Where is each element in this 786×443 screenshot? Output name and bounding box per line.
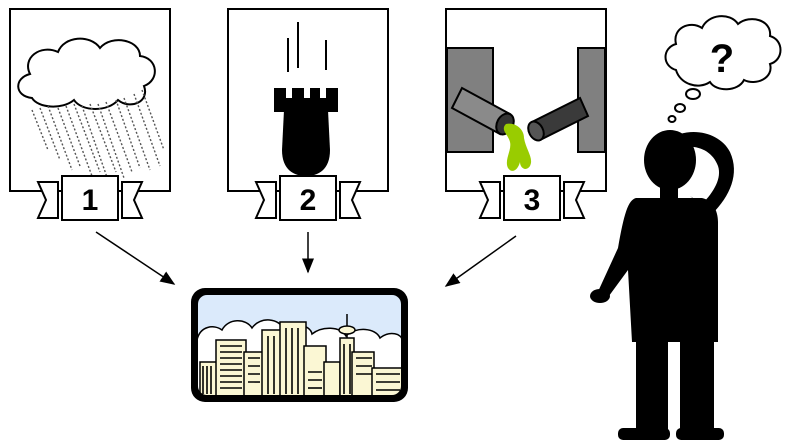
arrows: [96, 232, 516, 286]
panel-3-pipe: 3: [446, 9, 606, 220]
question-mark: ?: [710, 37, 734, 81]
panel-2-ribbon: 2: [256, 176, 360, 220]
panel-1-ribbon: 1: [38, 176, 142, 220]
panel-3-ribbon: 3: [480, 176, 584, 220]
city-skyline-icon: [191, 288, 408, 402]
panel-3-number: 3: [524, 184, 541, 217]
panel-2-number: 2: [300, 184, 317, 217]
thinking-person-silhouette-icon: [590, 130, 734, 440]
panel-1-rain: 1: [10, 9, 170, 220]
thought-bubble-icon: ?: [666, 16, 781, 122]
arrow-1-to-city: [96, 232, 174, 284]
panel-1-number: 1: [82, 184, 99, 217]
arrow-3-to-city: [446, 236, 516, 286]
panel-2-bomb: 2: [228, 9, 388, 220]
